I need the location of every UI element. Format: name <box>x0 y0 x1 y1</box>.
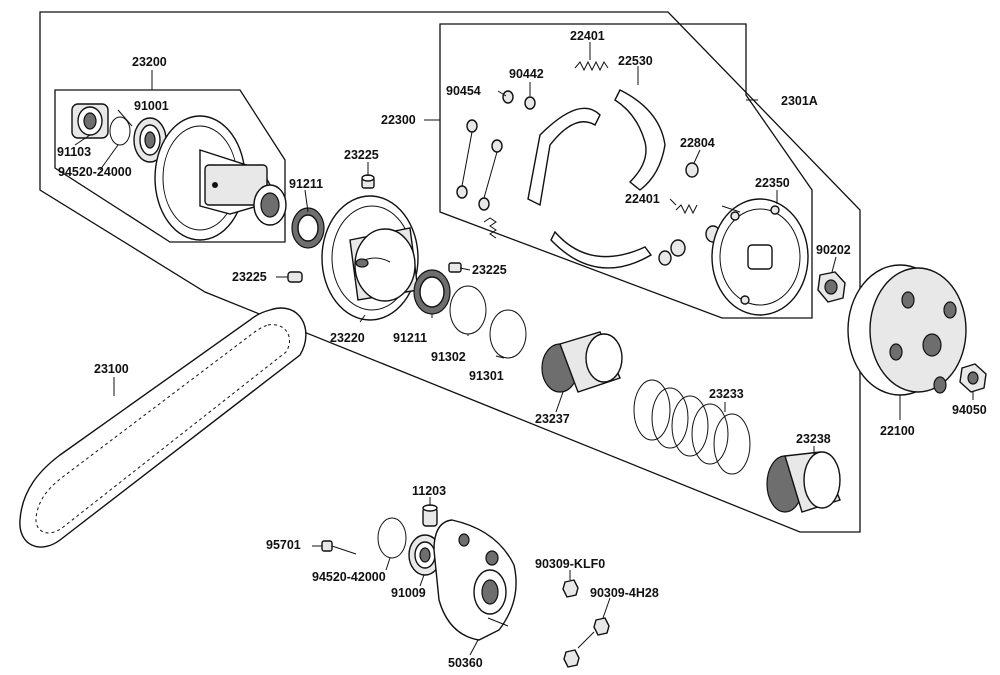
part-label-23200[interactable]: 23200 <box>132 55 167 69</box>
clutch-outer-22100-drawing <box>847 264 967 396</box>
spring-23233-drawing <box>633 379 751 475</box>
drive-face-frame <box>54 89 286 243</box>
part-label-90202[interactable]: 90202 <box>816 243 851 257</box>
washer-90442-drawing <box>524 96 536 110</box>
bolt-95701-drawing <box>321 540 357 555</box>
part-label-22401-mid[interactable]: 22401 <box>625 192 660 206</box>
circlip-94520-24000-drawing <box>109 116 131 146</box>
part-label-91302[interactable]: 91302 <box>431 350 466 364</box>
part-label-90309-KLF0[interactable]: 90309-KLF0 <box>535 557 606 571</box>
part-label-90454[interactable]: 90454 <box>446 84 481 98</box>
part-label-23225-left[interactable]: 23225 <box>232 270 267 284</box>
springs-22401-top-drawing <box>574 60 609 72</box>
part-label-95701[interactable]: 95701 <box>266 538 301 552</box>
bearing-91009-drawing <box>408 534 442 576</box>
leader-lines <box>74 42 974 656</box>
part-label-90309-4H28[interactable]: 90309-4H28 <box>590 586 659 600</box>
driven-face-23220-drawing <box>321 195 419 321</box>
part-label-11203[interactable]: 11203 <box>412 484 447 498</box>
nut-94050-drawing <box>959 363 987 393</box>
circlip-94520-42000-drawing <box>377 517 407 559</box>
part-label-22300[interactable]: 22300 <box>381 113 416 127</box>
part-label-2301A[interactable]: 2301A <box>781 94 818 108</box>
part-label-22350[interactable]: 22350 <box>755 176 790 190</box>
pin-23225-right-drawing <box>448 262 462 273</box>
pin-23225-left-drawing <box>287 271 303 283</box>
nut-90309-KLF0-drawing <box>562 579 579 598</box>
part-label-50360[interactable]: 50360 <box>448 656 483 670</box>
part-label-23233[interactable]: 23233 <box>709 387 744 401</box>
part-label-94520-42000[interactable]: 94520-42000 <box>312 570 386 584</box>
part-label-91103[interactable]: 91103 <box>57 145 92 159</box>
drive-belt-23100-drawing <box>19 307 307 548</box>
nut-90202-drawing <box>817 271 846 303</box>
part-label-23237[interactable]: 23237 <box>535 412 570 426</box>
oring-91302-drawing <box>449 285 487 335</box>
part-label-91301[interactable]: 91301 <box>469 369 504 383</box>
assembly-frame <box>39 11 861 533</box>
part-label-90442[interactable]: 90442 <box>509 67 544 81</box>
part-label-23225-top[interactable]: 23225 <box>344 148 379 162</box>
clutch-frame <box>439 23 813 319</box>
part-label-91001[interactable]: 91001 <box>134 99 169 113</box>
damper-22804-drawing <box>658 162 721 266</box>
part-label-91211-upper[interactable]: 91211 <box>289 177 324 191</box>
part-label-23100[interactable]: 23100 <box>94 362 129 376</box>
oil-seal-91211-lower-drawing <box>413 269 451 315</box>
part-label-22804[interactable]: 22804 <box>680 136 715 150</box>
part-label-23225-right[interactable]: 23225 <box>472 263 507 277</box>
cover-50360-drawing <box>433 519 517 641</box>
collar-23237-drawing <box>541 331 623 393</box>
part-label-22401-top[interactable]: 22401 <box>570 29 605 43</box>
cup-23238-drawing <box>766 451 841 513</box>
part-label-22530[interactable]: 22530 <box>618 54 653 68</box>
part-label-23238[interactable]: 23238 <box>796 432 831 446</box>
clutch-plate-22350-drawing <box>711 198 809 316</box>
part-label-91211-lower[interactable]: 91211 <box>393 331 428 345</box>
nut-90309-4H28-drawing <box>563 617 610 668</box>
clutch-link-pins-drawing <box>456 119 503 239</box>
bearing-91001-drawing <box>133 117 167 163</box>
bearing-91103-drawing <box>71 103 109 139</box>
part-label-94050[interactable]: 94050 <box>952 403 987 417</box>
oil-seal-91211-drawing <box>291 207 325 249</box>
movable-drive-face-drawing <box>154 115 287 241</box>
washer-90454-drawing <box>502 90 514 104</box>
part-label-91009[interactable]: 91009 <box>391 586 426 600</box>
part-label-94520-24000[interactable]: 94520-24000 <box>58 165 132 179</box>
pin-11203-drawing <box>422 504 438 527</box>
spring-22401-mid-drawing <box>675 203 698 215</box>
part-label-23220[interactable]: 23220 <box>330 331 365 345</box>
oring-91301-drawing <box>489 309 527 359</box>
part-label-22100[interactable]: 22100 <box>880 424 915 438</box>
clutch-shoe-22530-drawing <box>527 89 666 269</box>
pin-23225-top-drawing <box>361 174 375 189</box>
